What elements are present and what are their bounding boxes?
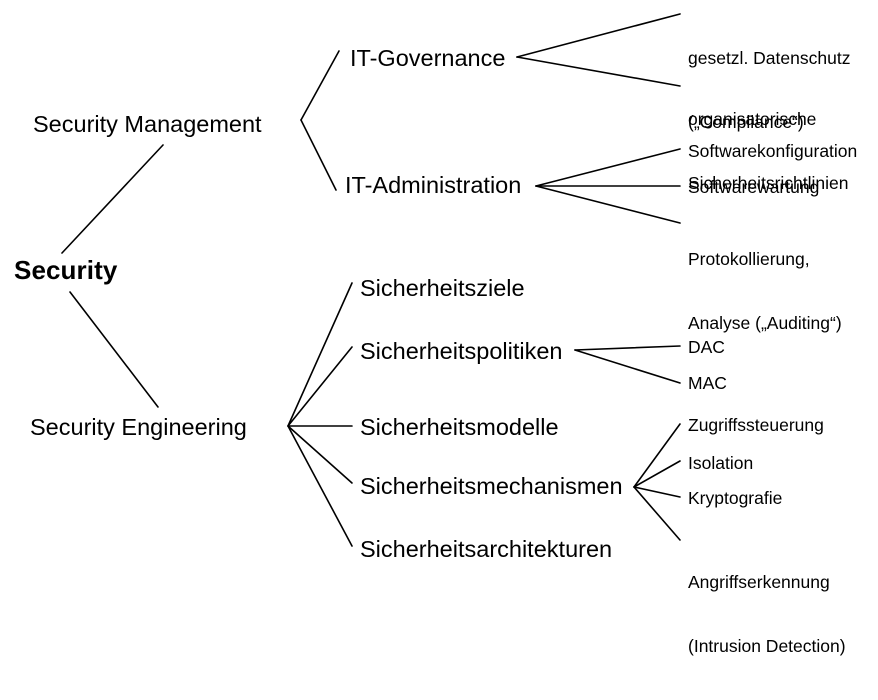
edge-governance-hub-top: [516, 13, 681, 58]
edge-management-hub-bottom: [300, 119, 337, 191]
node-sicherheitsziele: Sicherheitsziele: [360, 275, 525, 301]
node-angriffserkennung: Angriffserkennung (Intrusion Detection): [688, 529, 846, 700]
node-mac: MAC: [688, 373, 727, 393]
node-zugriffssteuerung: Zugriffssteuerung: [688, 415, 824, 435]
connector-lines-layer: [61, 13, 681, 547]
edge-root-to-engineering: [69, 291, 159, 408]
node-sicherheitsmodelle: Sicherheitsmodelle: [360, 414, 559, 440]
edge-admin-hub-bottom: [535, 185, 681, 224]
node-protokollierung-analyse-line-1: Protokollierung,: [688, 248, 810, 269]
edge-engineering-hub-1: [287, 282, 353, 427]
node-organisatorische-sicherheitsrichtlinien: organisatorische Sicherheitsrichtlinien: [688, 66, 849, 237]
node-angriffserkennung-line-2: (Intrusion Detection): [688, 635, 846, 656]
node-protokollierung-analyse: Protokollierung, Analyse („Auditing“): [688, 206, 842, 377]
edge-governance-hub-bottom: [516, 56, 681, 87]
node-softwarekonfiguration: Softwarekonfiguration: [688, 141, 858, 161]
edge-politiken-hub-bottom: [574, 349, 681, 384]
edge-admin-hub-top: [535, 148, 681, 187]
node-organisatorische-sicherheitsrichtlinien-line-2: Sicherheitsrichtlinien: [688, 172, 849, 193]
edge-management-fan-group: [300, 50, 340, 191]
edge-mechanismen-hub-3: [633, 486, 681, 498]
edge-mechanismen-hub-1: [633, 423, 681, 488]
node-gesetzl-datenschutz-line-2: („Compliance“): [688, 111, 804, 132]
edge-mechanismen-hub-4: [633, 486, 681, 541]
edge-engineering-hub-5: [287, 425, 353, 547]
edge-root-to-management: [61, 144, 164, 254]
edge-politiken-fan-group: [574, 345, 681, 384]
edge-root-to-management-group: [61, 144, 164, 408]
node-security-engineering: Security Engineering: [30, 414, 247, 440]
node-gesetzl-datenschutz-line-1: gesetzl. Datenschutz: [688, 47, 851, 68]
edge-engineering-hub-4: [287, 425, 353, 484]
node-softwarewartung: Softwarewartung: [688, 177, 820, 197]
edge-management-hub-top: [300, 50, 340, 121]
edge-engineering-fan-group: [287, 282, 353, 547]
node-security-management: Security Management: [33, 111, 262, 137]
edge-engineering-hub-2: [287, 346, 353, 427]
node-protokollierung-analyse-line-2: Analyse („Auditing“): [688, 312, 842, 333]
node-isolation: Isolation: [688, 453, 754, 473]
node-organisatorische-sicherheitsrichtlinien-line-1: organisatorische: [688, 108, 817, 129]
edge-mechanismen-hub-2: [633, 460, 681, 488]
node-sicherheitsmechanismen: Sicherheitsmechanismen: [360, 473, 623, 499]
node-gesetzl-datenschutz: gesetzl. Datenschutz („Compliance“): [688, 5, 850, 176]
edge-administration-fan-group: [535, 148, 681, 224]
node-it-governance: IT-Governance: [350, 45, 506, 71]
node-sicherheitspolitiken: Sicherheitspolitiken: [360, 338, 563, 364]
node-dac: DAC: [688, 337, 725, 357]
edge-governance-fan-group: [516, 13, 681, 87]
node-kryptografie: Kryptografie: [688, 488, 783, 508]
node-angriffserkennung-line-1: Angriffserkennung: [688, 571, 830, 592]
node-sicherheitsarchitekturen: Sicherheitsarchitekturen: [360, 536, 613, 562]
edge-mechanismen-fan-group: [633, 423, 681, 541]
security-taxonomy-diagram: Security Security Management Security En…: [14, 5, 858, 656]
edge-politiken-hub-top: [574, 345, 681, 351]
node-it-administration: IT-Administration: [345, 172, 522, 198]
node-security-root: Security: [14, 255, 118, 285]
